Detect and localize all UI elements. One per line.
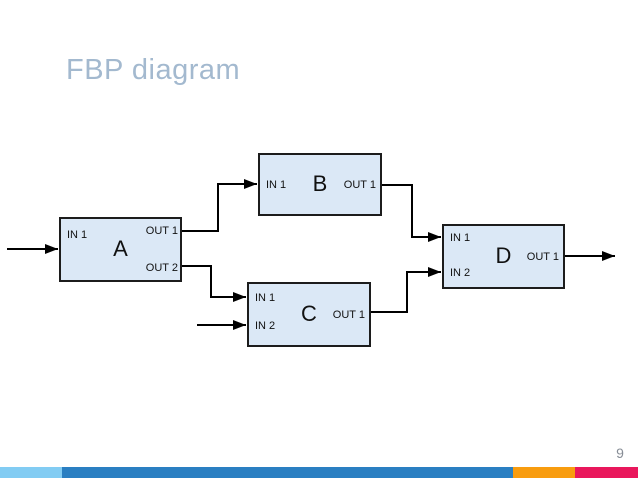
page-number: 9 <box>616 445 624 461</box>
wire-c-out1-to-d-in2 <box>371 267 441 313</box>
footer-bar-segment-pink <box>575 467 638 478</box>
wire-b-out1-to-d-in1 <box>382 184 441 242</box>
node-b-label: B <box>312 170 328 196</box>
node-c-label: C <box>301 300 317 326</box>
node-c: IN 1 IN 2 OUT 1 C <box>247 282 371 347</box>
node-a: IN 1 OUT 1 OUT 2 A <box>59 217 182 282</box>
node-b: IN 1 OUT 1 B <box>258 153 382 216</box>
node-c-port-out1-label: OUT 1 <box>332 308 365 321</box>
node-d-port-in1-label: IN 1 <box>450 232 471 244</box>
footer-bar-segment-lightblue <box>0 467 62 478</box>
node-c-port-in1-label: IN 1 <box>255 292 276 304</box>
node-c-port-in2-label: IN 2 <box>255 320 276 332</box>
wire-a-out2-to-c-in1 <box>181 265 246 302</box>
node-a-port-in1-label: IN 1 <box>67 229 88 241</box>
node-a-port-out1-label: OUT 1 <box>145 225 178 237</box>
node-b-port-out1-label: OUT 1 <box>343 178 376 191</box>
footer-bar-segment-blue <box>62 467 513 478</box>
node-d-port-out1-label: OUT 1 <box>526 250 559 263</box>
footer-bar-segment-orange <box>513 467 575 478</box>
node-b-port-in1-label: IN 1 <box>266 178 287 191</box>
node-a-port-out2-label: OUT 2 <box>145 262 178 274</box>
node-d-port-in2-label: IN 2 <box>450 267 471 279</box>
node-a-label: A <box>113 235 128 261</box>
slide-title: FBP diagram <box>66 54 241 86</box>
wire-a-out1-to-b-in1 <box>181 179 257 232</box>
node-d-label: D <box>495 242 512 268</box>
node-d: IN 1 IN 2 OUT 1 D <box>442 224 565 289</box>
footer-accent-bar <box>0 467 638 478</box>
